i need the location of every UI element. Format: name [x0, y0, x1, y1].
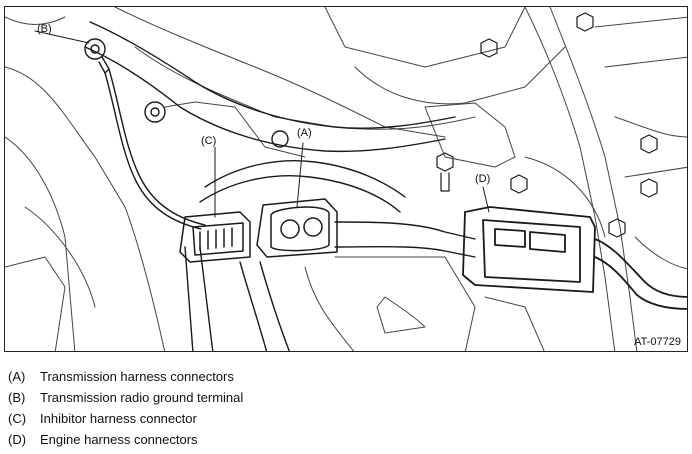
legend-item: (A) Transmission harness connectors [8, 366, 688, 387]
legend-key: (C) [8, 411, 27, 426]
transmission-connectors [256, 198, 338, 258]
background-structure [5, 7, 687, 351]
ground-wire [84, 38, 206, 230]
engine-connector [462, 206, 687, 310]
support-arm [84, 21, 456, 153]
legend-item: (B) Transmission radio ground terminal [8, 387, 688, 408]
bolts [436, 12, 658, 238]
legend-text: Transmission radio ground terminal [40, 390, 244, 405]
legend-item: (D) Engine harness connectors [8, 429, 688, 450]
line-illustration: (B) (C) (A) (D) AT-07729 [4, 6, 688, 352]
legend-text: Inhibitor harness connector [40, 411, 197, 426]
callout-c: (C) [201, 135, 217, 147]
legend-key: (A) [8, 369, 26, 384]
legend-text: Transmission harness connectors [40, 369, 234, 384]
legend: (A) Transmission harness connectors (B) Tr… [8, 366, 688, 450]
legend-item: (C) Inhibitor harness connector [8, 408, 688, 429]
legend-key: (D) [8, 432, 27, 447]
figure-id: AT-07729 [634, 336, 681, 348]
engine-bay-drawing [5, 7, 687, 351]
leader-lines [34, 30, 490, 218]
callout-d: (D) [475, 173, 491, 185]
wiring-harness [184, 160, 476, 351]
legend-text: Engine harness connectors [40, 432, 198, 447]
inhibitor-connector [179, 211, 251, 263]
callout-a: (A) [297, 127, 312, 139]
legend-key: (B) [8, 390, 26, 405]
callout-b: (B) [37, 23, 52, 35]
